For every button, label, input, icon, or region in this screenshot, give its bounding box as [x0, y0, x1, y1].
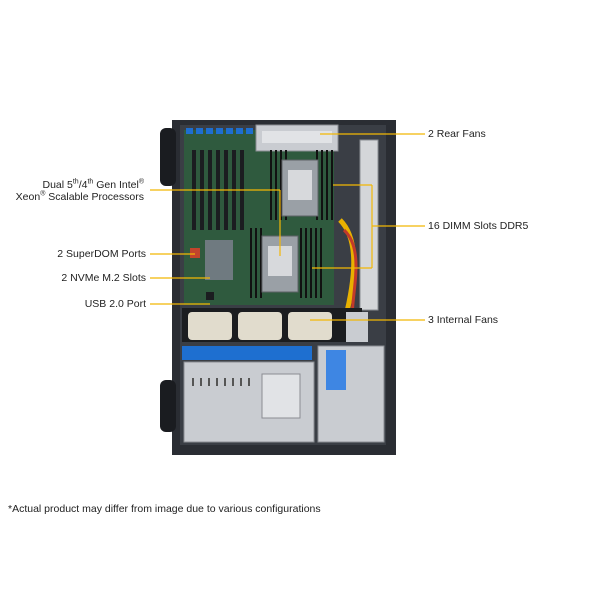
footnote: *Actual product may differ from image du… [8, 503, 321, 515]
blue-drive-latch [326, 350, 346, 390]
label-superdom: 2 SuperDOM Ports [57, 248, 146, 260]
superdom-port-area [190, 248, 200, 258]
vent-slots [192, 378, 250, 386]
usb-port-area [206, 292, 214, 300]
m2-slot-area [205, 240, 233, 280]
power-cables [338, 218, 357, 321]
label-processors-line2: Xeon® Scalable Processors [15, 190, 144, 204]
rear-io-ports [186, 128, 253, 134]
cpu-heatsink-1 [281, 159, 319, 217]
psu-module [261, 373, 301, 419]
label-rear-fans: 2 Rear Fans [428, 128, 486, 140]
callout-lines [150, 133, 425, 321]
label-processors-line1: Dual 5th/4th Gen Intel® [42, 178, 144, 192]
rear-fan-housing-top [160, 128, 176, 186]
fan-bracket [346, 312, 368, 342]
internal-fan-3 [288, 312, 332, 340]
right-side-rail [359, 139, 379, 311]
label-usb: USB 2.0 Port [84, 298, 146, 310]
label-internal-fans: 3 Internal Fans [428, 314, 499, 326]
rear-fan-housing-bottom [160, 380, 176, 432]
internal-fan-1 [188, 312, 232, 340]
drive-bay-latch-strip [182, 346, 312, 360]
dimm-slots-lower [250, 228, 322, 298]
internal-fan-2 [238, 312, 282, 340]
label-nvme: 2 NVMe M.2 Slots [61, 272, 146, 284]
label-dimm-slots: 16 DIMM Slots DDR5 [428, 220, 529, 232]
label-processors: Dual 5th/4th Gen Intel® Xeon® Scalable P… [15, 178, 144, 204]
